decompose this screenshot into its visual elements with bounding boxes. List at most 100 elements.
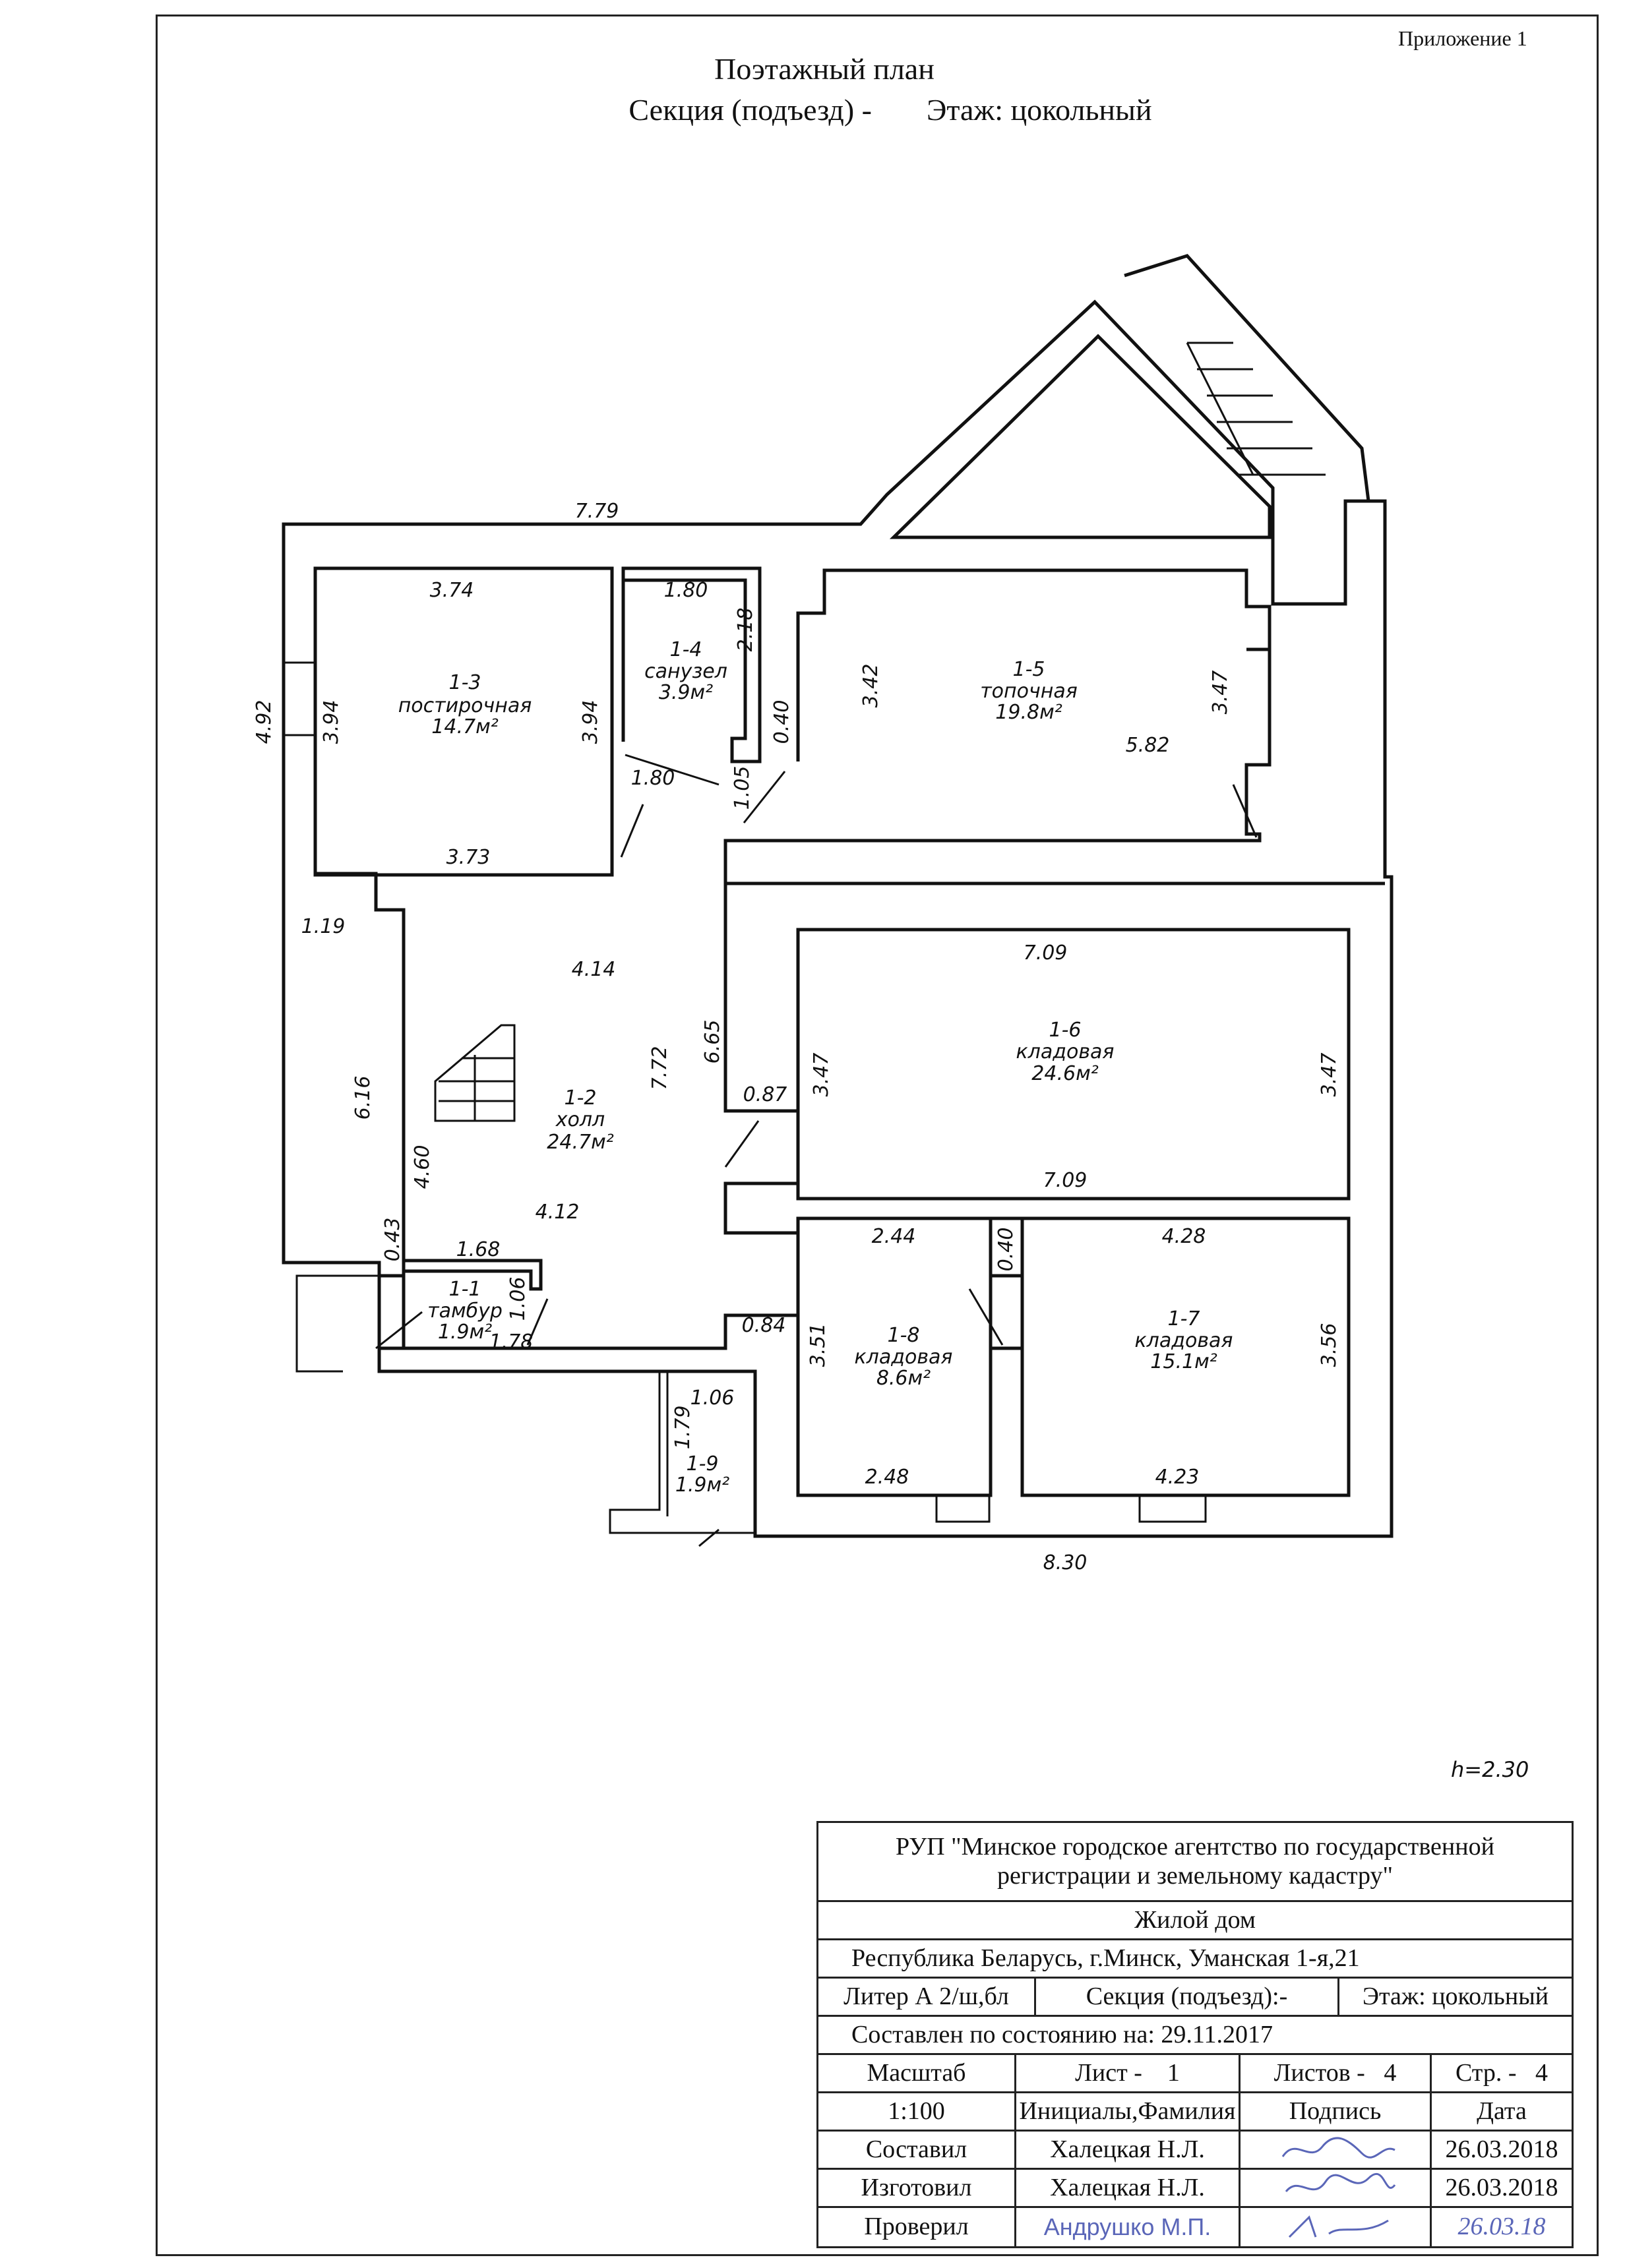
room-1-1-area: 1.9м²: [438, 1321, 492, 1344]
room-1-9-id: 1-9: [687, 1452, 719, 1476]
tb-state: Составлен по состоянию на: 29.11.2017: [851, 2020, 1273, 2048]
dim-r16-left: 3.47: [810, 1053, 833, 1097]
room-1-2-name: холл: [555, 1108, 605, 1131]
dim-wall-665: 6.65: [701, 1020, 724, 1064]
room-1-7-name: кладовая: [1135, 1329, 1233, 1352]
appendix-label: Приложение 1: [1398, 26, 1527, 50]
dim-r11-top: 1.68: [456, 1238, 501, 1261]
drawing-frame: [156, 15, 1599, 2256]
dim-wall-043: 0.43: [381, 1218, 404, 1262]
tb-row-made: Изготовил Халецкая Н.Л. 26.03.2018: [818, 2170, 1572, 2208]
room-1-8-area: 8.6м²: [876, 1367, 931, 1390]
dim-r16-bottom: 7.09: [1043, 1169, 1088, 1192]
dim-hall-top: 4.14: [572, 958, 616, 981]
room-1-2-id: 1-2: [565, 1087, 597, 1110]
dim-left-step: 1.19: [301, 915, 346, 938]
dim-wall-084: 0.84: [742, 1314, 786, 1337]
room-1-1-id: 1-1: [449, 1278, 481, 1301]
room-1-6-name: кладовая: [1016, 1040, 1115, 1063]
tb-organization: РУП "Минское городское агентство по госу…: [896, 1832, 1494, 1890]
tb-section: Секция (подъезд):-: [1036, 1979, 1339, 2015]
tb-page-value: 4: [1535, 2058, 1548, 2087]
tb-floor: Этаж: цокольный: [1362, 1982, 1549, 2010]
stairs-hall: [434, 1024, 516, 1122]
dim-left-outer: 4.92: [253, 700, 276, 744]
wall-room-1-8: [377, 1218, 800, 1371]
tb-sheets: Листов - 4: [1241, 2055, 1432, 2091]
room-1-8-name: кладовая: [855, 1346, 953, 1369]
room-1-5-area: 19.8м²: [995, 701, 1062, 724]
tb-page: Стр. - 4: [1432, 2055, 1572, 2091]
dim-r15-left: 3.42: [859, 664, 882, 708]
tb-sheets-value: 4: [1384, 2058, 1397, 2087]
tb-date: 26.03.18: [1457, 2213, 1546, 2241]
dim-r14-door: 1.80: [631, 767, 675, 790]
dim-r18-bottom: 2.48: [865, 1466, 909, 1489]
dim-r13-left: 3.94: [320, 700, 343, 744]
dim-r15-right: 3.47: [1209, 671, 1232, 715]
signature-mark: [1288, 2215, 1389, 2238]
dim-r16-top: 7.09: [1024, 941, 1068, 965]
wall-room-1-5: [723, 568, 1385, 885]
tb-signature: [1241, 2208, 1432, 2246]
tb-name: Халецкая Н.Л.: [1016, 2132, 1241, 2168]
tb-signature: [1241, 2170, 1432, 2206]
room-1-4-name: санузел: [644, 660, 727, 683]
dim-r18-top: 2.44: [872, 1225, 916, 1248]
room-1-4-id: 1-4: [670, 638, 702, 661]
dim-r13-right: 3.94: [579, 700, 602, 744]
tb-object: Жилой дом: [1134, 1905, 1256, 1934]
tb-role: Изготовил: [818, 2170, 1016, 2206]
wall-room-1-9: [609, 1371, 755, 1534]
room-1-4-area: 3.9м²: [659, 681, 713, 704]
dim-r14-top: 1.80: [664, 579, 708, 602]
tb-name: Халецкая Н.Л.: [1016, 2170, 1241, 2206]
wall-triangle: [889, 334, 1272, 539]
tb-sheet-value: 1: [1167, 2058, 1180, 2087]
stairs-top: [1124, 254, 1370, 502]
dim-top-total: 7.79: [575, 500, 619, 523]
tb-row-compiled: Составил Халецкая Н.Л. 26.03.2018: [818, 2132, 1572, 2170]
dim-hall-inner: 4.60: [411, 1145, 434, 1189]
dim-hall-bottom: 4.12: [536, 1201, 580, 1224]
tb-role: Составил: [818, 2132, 1016, 2168]
tb-sheet: Лист - 1: [1016, 2055, 1241, 2091]
tb-date: 26.03.2018: [1445, 2135, 1558, 2163]
subtitle-section: Секция (подъезд) -: [629, 93, 872, 127]
height-note: h=2.30: [1451, 1757, 1529, 1782]
room-1-6-area: 24.6м²: [1031, 1062, 1098, 1085]
room-1-8-id: 1-8: [888, 1324, 920, 1347]
room-1-9-area: 1.9м²: [675, 1474, 729, 1497]
wall-outer-top: [282, 299, 1394, 1538]
dim-wall-040-a: 0.40: [770, 700, 793, 744]
dim-r11-right: 1.06: [506, 1277, 530, 1321]
room-1-7-id: 1-7: [1168, 1307, 1200, 1330]
plan-title: Поэтажный план: [714, 52, 935, 86]
dim-r17-right: 3.56: [1318, 1323, 1341, 1367]
subtitle-floor: Этаж: цокольный: [926, 93, 1152, 127]
wall-room-1-4: [621, 566, 762, 763]
dim-r16-right: 3.47: [1318, 1053, 1341, 1097]
room-1-1-name: тамбур: [427, 1299, 503, 1323]
signature-mark: [1281, 2136, 1395, 2159]
dim-r13-bottom: 3.73: [446, 846, 491, 869]
dim-r17-bottom: 4.23: [1155, 1466, 1200, 1489]
room-1-5-id: 1-5: [1013, 658, 1045, 681]
signature-mark: [1285, 2172, 1395, 2192]
dim-wall-040-b: 0.40: [995, 1228, 1018, 1272]
dim-wall-105: 1.05: [731, 766, 754, 810]
room-1-6-id: 1-6: [1049, 1019, 1082, 1042]
dim-r17-top: 4.28: [1162, 1225, 1206, 1248]
tb-scale-label: Масштаб: [818, 2055, 1016, 2091]
tb-col-date: Дата: [1477, 2097, 1527, 2125]
room-1-3-id: 1-3: [449, 671, 481, 694]
tb-liter: Литер А 2/ш,бл: [818, 1979, 1036, 2015]
room-1-7-area: 15.1м²: [1150, 1350, 1217, 1373]
plan-subtitle: Секция (подъезд) - Этаж: цокольный: [462, 92, 1319, 127]
dim-r14-right: 2.18: [734, 608, 757, 652]
dim-r19-left: 1.79: [671, 1406, 694, 1450]
dim-hall-left: 6.16: [352, 1076, 375, 1120]
tb-role: Проверил: [818, 2208, 1016, 2246]
room-1-3-name: постирочная: [398, 694, 532, 717]
